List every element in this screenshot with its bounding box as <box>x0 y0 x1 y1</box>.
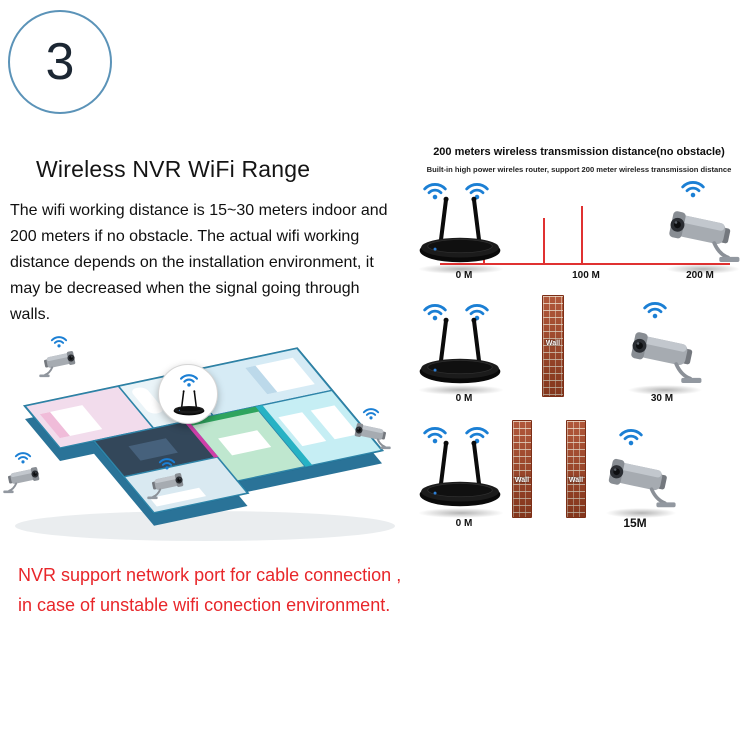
wall-label: Wall <box>514 476 530 484</box>
nvr-router-icon <box>416 313 504 389</box>
wifi-icon <box>14 450 32 464</box>
camera-shadow <box>606 508 676 518</box>
camera-icon <box>600 452 678 512</box>
brick-wall: Wall <box>566 420 586 518</box>
wifi-icon <box>50 334 68 348</box>
camera-icon <box>38 347 80 380</box>
house-camera <box>144 456 190 504</box>
camera-shadow <box>628 385 702 395</box>
footer-note: NVR support network port for cable conne… <box>18 560 401 620</box>
brick-wall: Wall <box>512 420 532 518</box>
range-panel-subtitle: Built-in high power wireles router, supp… <box>426 165 732 174</box>
camera-shadow <box>666 264 740 274</box>
nvr-highlight-circle <box>158 364 218 424</box>
wall-label: Wall <box>545 340 561 347</box>
camera-icon <box>146 469 188 502</box>
house-floorplan-illustration <box>15 347 395 541</box>
wifi-icon <box>642 299 668 319</box>
wifi-icon <box>618 426 644 446</box>
distance-label-0m: 0 M <box>455 518 473 529</box>
distance-label-100m: 100 M <box>572 270 600 281</box>
distance-label-200m: 200 M <box>686 270 714 281</box>
camera-icon <box>622 325 704 388</box>
footer-note-line2: in case of unstable wifi conection envir… <box>18 595 391 615</box>
range-panel-title: 200 meters wireless transmission distanc… <box>433 146 725 158</box>
wifi-icon <box>362 406 380 420</box>
diagram-one-wall: Wall 0 M 30 M <box>410 293 748 415</box>
wifi-icon <box>680 178 706 198</box>
diagram-two-walls: Wall Wall 0 M 15M <box>410 418 748 540</box>
diagram-no-obstacle: 0 M 100 M 200 M <box>410 178 748 290</box>
wall-label: Wall <box>568 476 584 484</box>
nvr-router-icon <box>416 436 504 512</box>
distance-label-0m: 0 M <box>455 393 473 404</box>
step-number: 3 <box>45 33 75 91</box>
router-shadow <box>418 508 504 518</box>
house-camera <box>36 334 82 382</box>
brick-wall: Wall <box>542 295 564 397</box>
camera-icon <box>2 463 44 496</box>
footer-note-line1: NVR support network port for cable conne… <box>18 565 402 585</box>
camera-icon <box>350 419 392 452</box>
step-badge: 3 <box>8 10 112 114</box>
router-shadow <box>418 264 504 274</box>
nvr-router-icon <box>416 192 504 268</box>
wifi-icon <box>179 372 199 387</box>
router-shadow <box>418 385 504 395</box>
wifi-icon <box>158 456 176 470</box>
camera-icon <box>660 204 742 267</box>
distance-label-15m: 15M <box>623 516 647 530</box>
distance-label-0m: 0 M <box>455 270 473 281</box>
nvr-router-icon <box>172 389 206 417</box>
house-camera <box>0 450 46 498</box>
page-title: Wireless NVR WiFi Range <box>36 156 311 182</box>
intro-paragraph: The wifi working distance is 15~30 meter… <box>10 202 388 323</box>
house-camera <box>348 406 394 454</box>
distance-label-30m: 30 M <box>650 393 674 404</box>
